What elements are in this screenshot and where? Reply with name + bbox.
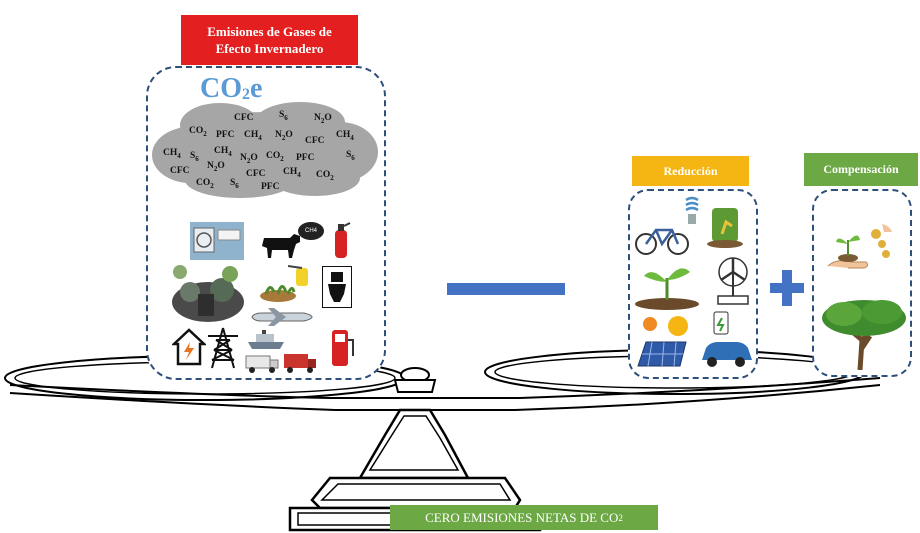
gas-formula: CFC bbox=[234, 113, 254, 123]
compensation-label: Compensación bbox=[804, 153, 918, 186]
money-plant-icon bbox=[827, 224, 892, 269]
toilet-icon bbox=[322, 266, 352, 308]
gas-formula: S6 bbox=[279, 110, 288, 122]
gas-formula: CH4 bbox=[214, 146, 232, 158]
solar-panel-icon bbox=[637, 316, 688, 367]
scale-base bbox=[310, 476, 522, 510]
gas-formula: CH4 bbox=[244, 130, 262, 142]
cow-tag-bubble: CH4 bbox=[298, 222, 324, 240]
minus-operator bbox=[447, 283, 565, 295]
landfill-icon bbox=[172, 265, 244, 322]
reduction-label: Reducción bbox=[632, 156, 749, 186]
gas-formula: CO2 bbox=[266, 151, 284, 163]
gas-formula: CO2 bbox=[189, 126, 207, 138]
house-power-icon bbox=[172, 328, 206, 366]
emissions-label-line2: Efecto Invernadero bbox=[215, 41, 324, 56]
bicycle-icon bbox=[635, 228, 689, 255]
gas-formula: S6 bbox=[346, 150, 355, 162]
fire-extinguisher-icon bbox=[335, 222, 351, 258]
gas-formula: PFC bbox=[261, 182, 280, 192]
wind-turbine-icon bbox=[717, 257, 749, 305]
gas-formula: CH4 bbox=[283, 167, 301, 179]
gas-formula: CH4 bbox=[336, 130, 354, 142]
crop-spraying-icon bbox=[260, 265, 308, 302]
plus-operator bbox=[770, 270, 804, 306]
tree-icon bbox=[822, 300, 906, 371]
gas-formula: CFC bbox=[246, 169, 266, 179]
gas-formula: CFC bbox=[305, 136, 325, 146]
gas-formula: CO2 bbox=[316, 170, 334, 182]
emissions-label: Emisiones de Gases de Efecto Invernadero bbox=[181, 15, 358, 65]
ship-icon bbox=[248, 330, 284, 349]
gas-formula: PFC bbox=[216, 130, 235, 140]
gas-formula: CO2 bbox=[196, 178, 214, 190]
gas-formula: CH4 bbox=[163, 148, 181, 160]
gas-formula: N2O bbox=[240, 153, 258, 165]
air-conditioner-icon bbox=[190, 222, 244, 260]
gas-formula: N2O bbox=[275, 130, 293, 142]
gas-formula: N2O bbox=[207, 161, 225, 173]
co2e-heading: CO2e bbox=[200, 73, 263, 104]
gas-formula: N2O bbox=[314, 113, 332, 125]
trucks-icon bbox=[245, 354, 316, 373]
scale-beam bbox=[9, 377, 881, 399]
gas-cloud-icon bbox=[152, 102, 378, 198]
scale-pillar bbox=[357, 408, 471, 480]
fuel-pump-icon bbox=[332, 330, 354, 366]
gas-formula: PFC bbox=[296, 153, 315, 163]
gas-formula: S6 bbox=[230, 178, 239, 190]
emissions-label-line1: Emisiones de Gases de bbox=[207, 24, 332, 39]
light-bulb-icon bbox=[685, 196, 699, 224]
cow-icon bbox=[262, 234, 300, 258]
gas-formula: S6 bbox=[190, 151, 199, 163]
power-tower-icon bbox=[208, 327, 238, 369]
electric-car-icon bbox=[702, 311, 752, 367]
airplane-icon bbox=[251, 308, 313, 326]
fertilizer-bag-icon bbox=[707, 208, 743, 248]
gas-formula: CFC bbox=[170, 166, 190, 176]
sprout-icon bbox=[635, 268, 699, 310]
